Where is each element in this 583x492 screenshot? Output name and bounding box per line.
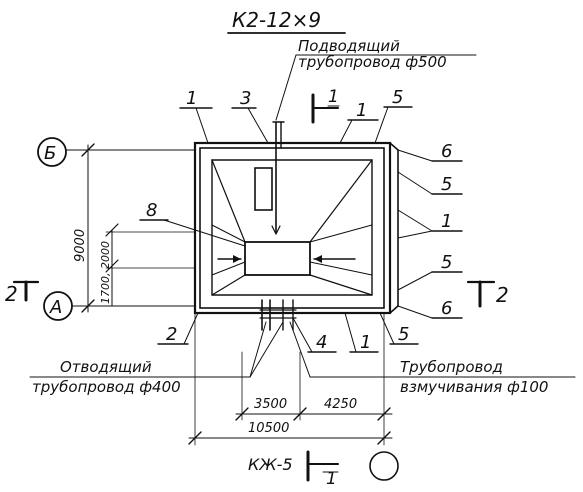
- inlet-note-line2: трубопровод ф500: [298, 53, 447, 71]
- aeration-note-line1: Трубопровод: [400, 358, 503, 376]
- svg-text:4250: 4250: [324, 397, 357, 412]
- callout-4: 4: [316, 332, 327, 353]
- svg-text:Б: Б: [44, 143, 56, 164]
- callout-5-right: 5: [441, 174, 452, 195]
- svg-text:9000: 9000: [73, 229, 88, 262]
- svg-text:10500: 10500: [248, 421, 289, 436]
- section-mark-bottom: 1: [326, 469, 337, 489]
- aeration-note-line2: взмучивания ф100: [400, 378, 548, 396]
- callout-1-bottom: 1: [360, 332, 371, 353]
- svg-text:А: А: [49, 297, 62, 318]
- callout-1-top: 1: [356, 100, 367, 121]
- drawing-title: К2-12×9: [232, 8, 321, 32]
- callout-6-bottom: 6: [441, 298, 452, 319]
- callout-1-right: 1: [441, 211, 452, 232]
- inlet-note-line1: Подводящий: [298, 37, 400, 55]
- outlet-note-line1: Отводящий: [60, 358, 152, 376]
- svg-text:1: 1: [328, 87, 339, 107]
- callout-5-top: 5: [392, 87, 403, 108]
- outlet-note-line2: трубопровод ф400: [32, 378, 181, 396]
- svg-text:2: 2: [496, 283, 509, 307]
- svg-text:3500: 3500: [254, 397, 287, 412]
- svg-text:2: 2: [5, 282, 18, 306]
- callout-1-top-left: 1: [186, 88, 197, 109]
- callout-5-mid: 5: [441, 252, 452, 273]
- axis-bubble-b: [37, 137, 67, 167]
- tank-inner-wall: [199, 147, 385, 309]
- inlet-opening: [254, 167, 273, 211]
- drawing-reference: КЖ-5: [248, 455, 293, 474]
- callout-5-bottom: 5: [398, 324, 409, 345]
- central-pit: [244, 241, 311, 276]
- callout-3: 3: [240, 88, 251, 109]
- callout-6-top: 6: [441, 141, 452, 162]
- callout-2: 2: [166, 324, 177, 345]
- grid-bubble-bottom: [369, 451, 399, 481]
- svg-text:1700, 2000: 1700, 2000: [99, 241, 112, 304]
- callout-8: 8: [146, 200, 157, 221]
